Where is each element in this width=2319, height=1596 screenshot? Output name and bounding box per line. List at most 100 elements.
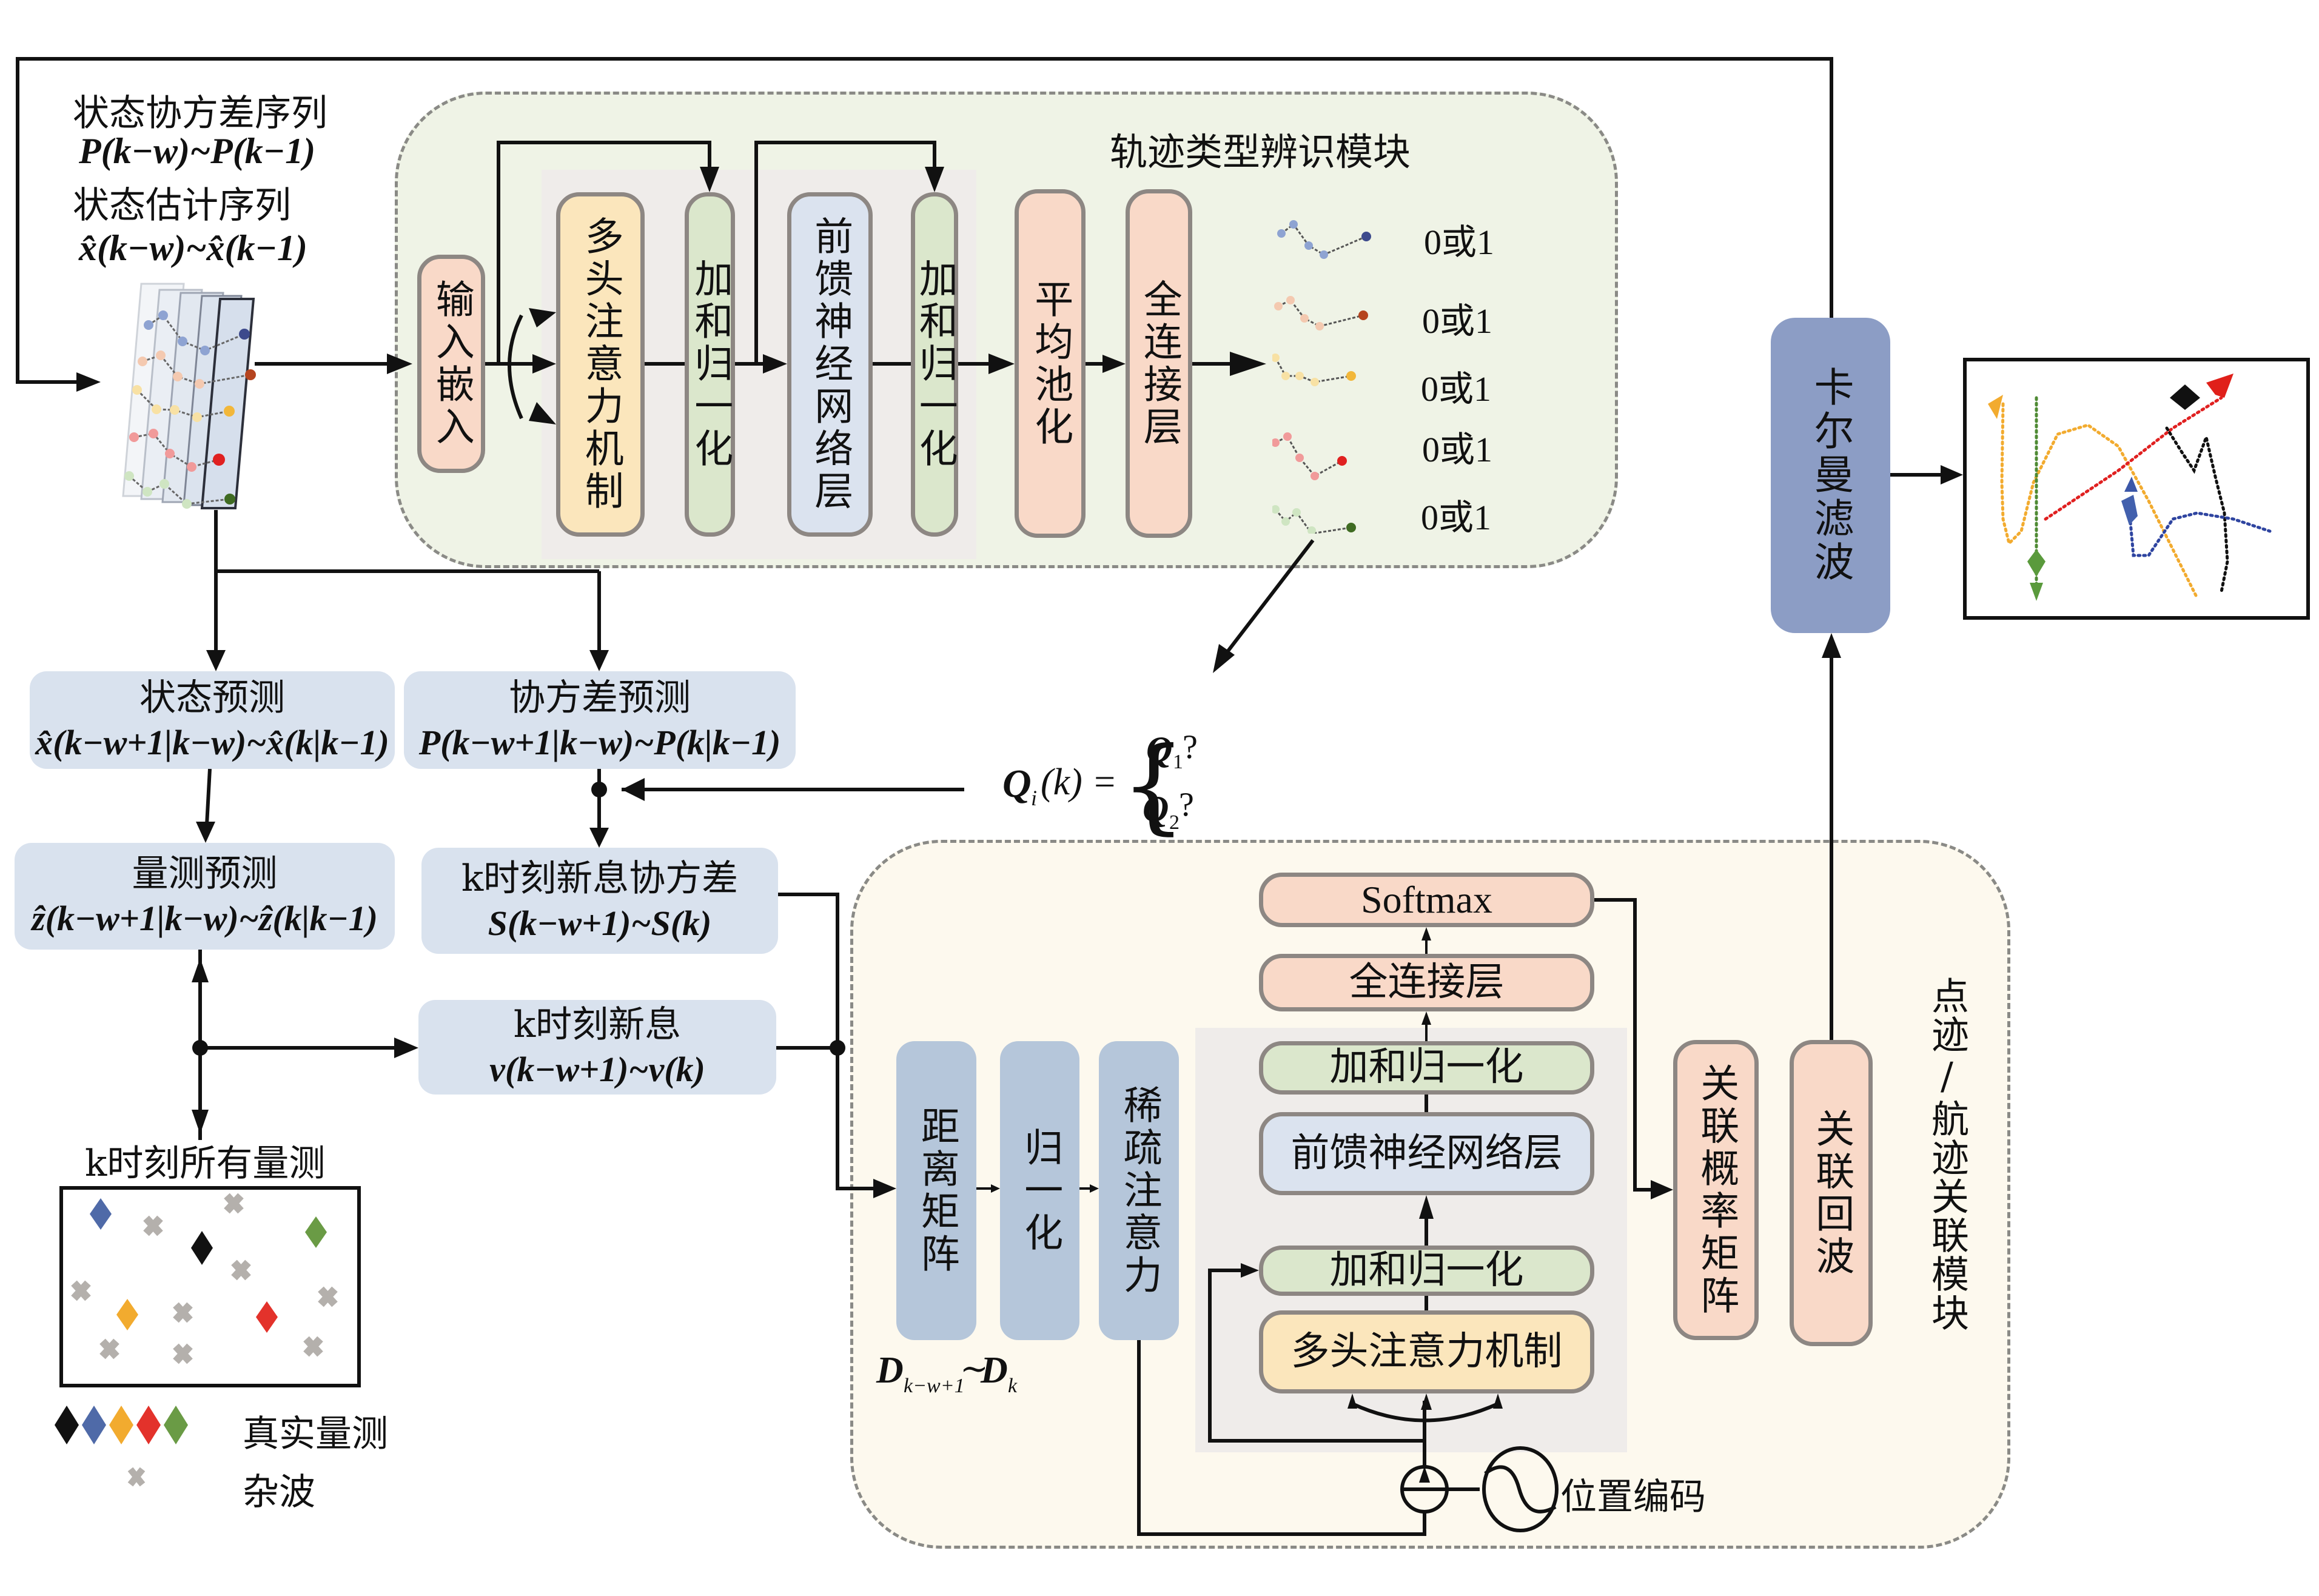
d-start-subscript: k−w+1	[904, 1375, 965, 1397]
trajectory-output-1: 0或1	[1424, 223, 1495, 262]
innovation-box: k时刻新息 v(k−w+1)~v(k)	[418, 1000, 776, 1095]
measurement-prediction-box: 量测预测 ẑ(k−w+1|k−w)~ẑ(k|k−1)	[15, 843, 395, 950]
track-markers	[1988, 374, 2233, 601]
avg-pooling-label: 平均池化	[1028, 278, 1073, 449]
trajectory-module-title: 轨迹类型辨识模块	[1110, 130, 1411, 174]
clutter-points	[71, 1193, 338, 1364]
sparse-attention-block: 稀疏注意力	[1099, 1041, 1179, 1340]
multihead-attention-label: 多头注意力机制	[578, 216, 623, 513]
distance-matrix-label: 距离矩阵	[914, 1105, 959, 1276]
measurement-prediction-expr: ẑ(k−w+1|k−w)~ẑ(k|k−1)	[32, 899, 378, 939]
covariance-prediction-expr: P(k−w+1|k−w)~P(k|k−1)	[418, 722, 781, 762]
measurement-prediction-title: 量测预测	[132, 853, 278, 896]
add-norm-block-2: 加和归一化	[911, 192, 958, 537]
add-norm-block-1: 加和归一化	[685, 192, 735, 537]
cov-sequence-expr: P(k−w)~P(k−1)	[79, 131, 316, 171]
positional-encoding-label: 位置编码	[1560, 1476, 1706, 1518]
assoc-feedforward-label: 前馈神经网络层	[1290, 1130, 1563, 1176]
q-brace: {	[1121, 725, 1187, 845]
assoc-feedforward-block: 前馈神经网络层	[1259, 1112, 1594, 1195]
kalman-filter-label: 卡尔曼滤波	[1807, 366, 1854, 585]
add-norm-label-2: 加和归一化	[912, 258, 958, 471]
normalization-block: 归一化	[1000, 1041, 1079, 1340]
trajectory-dots	[1272, 220, 1371, 534]
q-formula: Q i (k) = { Q 1 ? Q 2 ?	[999, 722, 1218, 843]
tracking-result-plot	[1963, 358, 2310, 620]
assoc-add-norm-block-2: 加和归一化	[1259, 1246, 1594, 1296]
assoc-add-norm-block-1: 加和归一化	[1259, 1041, 1594, 1095]
q1-symbol: Q	[1146, 729, 1173, 770]
est-sequence-label: 状态估计序列	[73, 184, 291, 227]
innovation-title: k时刻新息	[513, 1004, 682, 1047]
input-embedding-label: 输入嵌入	[429, 279, 474, 449]
legend-orange-diamond	[109, 1406, 133, 1444]
trajectory-output-2: 0或1	[1422, 301, 1493, 341]
measurement-points	[71, 1193, 338, 1364]
assoc-add-norm-label-1: 加和归一化	[1329, 1045, 1524, 1090]
legend-markers	[55, 1406, 188, 1487]
legend-red-diamond	[136, 1406, 161, 1444]
covariance-prediction-box: 协方差预测 P(k−w+1|k−w)~P(k|k−1)	[404, 671, 796, 769]
cov-sequence-label: 状态协方差序列	[73, 92, 327, 135]
avg-pooling-block: 平均池化	[1015, 189, 1086, 538]
legend-clutter-label: 杂波	[243, 1471, 315, 1514]
fully-connected-block: 全连接层	[1126, 189, 1192, 538]
q-subscript: i	[1031, 786, 1038, 810]
trajectory-sequence-stack-icon	[122, 283, 256, 509]
normalization-label: 归一化	[1018, 1127, 1063, 1255]
trajectory-output-5: 0或1	[1421, 498, 1492, 537]
measurement-scatter	[59, 1186, 361, 1387]
associated-echo-block: 关联回波	[1790, 1040, 1873, 1346]
d-start-symbol: D	[876, 1350, 904, 1391]
innovation-covariance-title: k时刻新息协方差	[461, 857, 739, 900]
covariance-prediction-title: 协方差预测	[509, 676, 691, 719]
association-module-title: 点迹/航迹关联模块	[1925, 976, 1969, 1332]
legend-blue-diamond	[82, 1406, 106, 1444]
tilde: ~	[960, 1349, 988, 1389]
add-operator-icon	[1407, 1472, 1443, 1508]
legend-true-label: 真实量测	[243, 1413, 388, 1455]
softmax-label: Softmax	[1361, 878, 1492, 922]
sparse-attention-label: 稀疏注意力	[1116, 1084, 1162, 1297]
input-embedding-block: 输入嵌入	[417, 255, 485, 473]
assoc-multihead-attention-label: 多头注意力机制	[1290, 1329, 1563, 1374]
feedforward-block: 前馈神经网络层	[787, 192, 873, 537]
assoc-fully-connected-label: 全连接层	[1349, 959, 1505, 1005]
track-lines	[1988, 374, 2272, 601]
est-sequence-expr: x̂(k−w)~x̂(k−1)	[79, 228, 307, 268]
state-prediction-title: 状态预测	[139, 676, 285, 719]
softmax-block: Softmax	[1259, 873, 1594, 927]
association-probability-block: 关联概率矩阵	[1673, 1040, 1759, 1340]
innovation-expr: v(k−w+1)~v(k)	[489, 1050, 705, 1090]
sine-wave-icon	[1484, 1448, 1557, 1531]
legend-black-diamond	[55, 1406, 79, 1444]
add-norm-label-1: 加和归一化	[688, 258, 733, 471]
all-measurements-title: k时刻所有量测	[85, 1142, 326, 1185]
d-end-subscript: k	[1008, 1375, 1018, 1397]
state-prediction-expr: x̂(k−w+1|k−w)~x̂(k|k−1)	[35, 722, 389, 762]
trajectory-output-4: 0或1	[1422, 430, 1493, 469]
legend-clutter-cross	[127, 1467, 146, 1487]
distance-sequence-label: D k−w+1 ~ D k	[876, 1349, 1058, 1410]
distance-matrix-block: 距离矩阵	[896, 1041, 976, 1340]
fully-connected-label: 全连接层	[1136, 278, 1182, 449]
q2-suffix: ?	[1179, 786, 1194, 823]
state-prediction-box: 状态预测 x̂(k−w+1|k−w)~x̂(k|k−1)	[30, 671, 395, 769]
multihead-attention-block: 多头注意力机制	[556, 192, 645, 537]
true-measurements	[90, 1198, 327, 1333]
assoc-multihead-attention-block: 多头注意力机制	[1259, 1310, 1594, 1393]
trajectory-output-3: 0或1	[1421, 369, 1492, 409]
feedback-wire	[16, 57, 1833, 384]
trajectory-output-icons	[1272, 220, 1371, 534]
q1-suffix: ?	[1183, 728, 1198, 766]
innovation-covariance-box: k时刻新息协方差 S(k−w+1)~S(k)	[421, 848, 778, 954]
q1-subscript: 1	[1173, 751, 1183, 773]
innovation-covariance-expr: S(k−w+1)~S(k)	[488, 903, 712, 943]
q-argument: (k) =	[1041, 762, 1118, 803]
d-end-symbol: D	[981, 1350, 1008, 1391]
q2-symbol: Q	[1143, 789, 1169, 829]
feedforward-label: 前馈神经网络层	[808, 216, 853, 513]
q-symbol: Q	[1002, 762, 1032, 806]
association-probability-label: 关联概率矩阵	[1694, 1062, 1739, 1318]
